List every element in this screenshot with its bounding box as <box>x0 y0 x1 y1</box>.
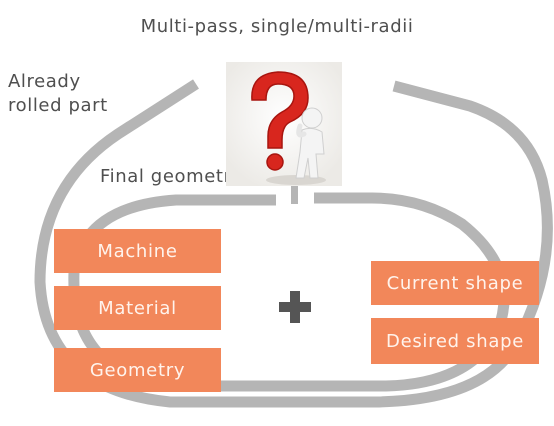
diagram-title: Multi-pass, single/multi-radii <box>140 16 414 37</box>
track-gap-marker <box>291 178 298 204</box>
material-box: Material <box>54 286 221 330</box>
current-shape-box: Current shape <box>371 261 539 305</box>
question-mark-thinking-figure-icon <box>226 62 342 186</box>
plus-vertical-bar <box>290 291 300 323</box>
plus-icon <box>276 288 314 326</box>
machine-box: Machine <box>54 229 221 273</box>
already-rolled-part-outline <box>34 79 553 408</box>
final-geometry-label: Final geometry <box>100 166 243 187</box>
desired-shape-box: Desired shape <box>371 318 539 364</box>
already-rolled-part-label: Already rolled part <box>8 71 108 116</box>
geometry-box: Geometry <box>54 348 221 392</box>
